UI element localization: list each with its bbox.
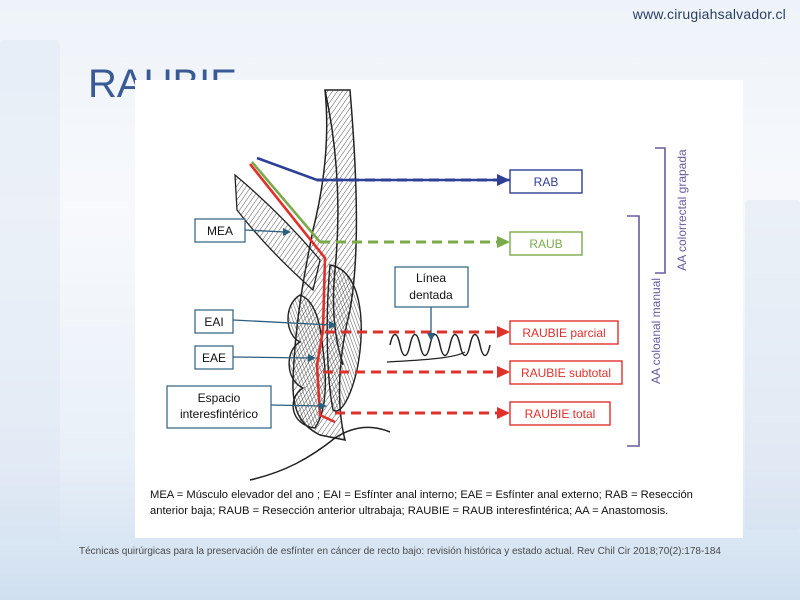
label-mea: MEA (194, 218, 291, 243)
raubie-parcial-arrowhead (497, 326, 510, 338)
label-espacio-interesfinterico: Espacio interesfintérico (166, 385, 327, 429)
espacio-text-1: Espacio (198, 391, 241, 405)
raubie-parcial-label: RAUBIE parcial (522, 326, 605, 340)
box-raub: RAUB (509, 231, 583, 256)
box-rab: RAB (509, 169, 583, 194)
raubie-total-label: RAUBIE total (525, 407, 596, 421)
box-raubie-subtotal: RAUBIE subtotal (509, 360, 623, 385)
rab-label: RAB (534, 175, 559, 189)
raub-arrowhead (497, 236, 510, 248)
rab-arrowhead (497, 174, 510, 186)
citation: Técnicas quirúrgicas para la preservació… (78, 546, 721, 557)
linea-text-1: Línea (416, 271, 446, 285)
raubie-diagram: RAB RAUB RAUBIE parcial RAUBIE subtotal … (135, 80, 743, 538)
linea-text-2: dentada (409, 288, 453, 302)
eai-text: EAI (204, 315, 223, 329)
label-eae: EAE (194, 345, 316, 370)
diagram-canvas: RAB RAUB RAUBIE parcial RAUBIE subtotal … (166, 89, 689, 481)
mea-text: MEA (207, 224, 233, 238)
raub-label: RAUB (529, 237, 562, 251)
figure-caption: MEA = Músculo elevador del ano ; EAI = E… (150, 489, 693, 517)
bracket-grapada-label: AA colorrectal grapada (675, 149, 689, 271)
background-decoration (745, 200, 800, 530)
rab-plane-solid (256, 156, 510, 182)
raubie-subtotal-label: RAUBIE subtotal (521, 366, 611, 380)
internal-sphincter (326, 264, 362, 412)
raub-plane-solid (251, 161, 321, 243)
bracket-manual-label: AA coloanal manual (649, 278, 663, 384)
label-linea-dentada: Línea dentada (394, 266, 469, 341)
bracket-manual: AA coloanal manual (627, 215, 663, 447)
eae-text: EAE (202, 351, 226, 365)
background-decoration (0, 40, 60, 540)
bracket-grapada: AA colorrectal grapada (655, 147, 689, 274)
espacio-text-2: interesfintérico (180, 407, 258, 421)
raubie-total-arrowhead (497, 407, 510, 419)
perineum-line (249, 426, 391, 481)
box-raubie-parcial: RAUBIE parcial (509, 320, 619, 345)
raubie-subtotal-arrowhead (497, 366, 510, 378)
raubie-plane-solid (248, 163, 336, 424)
external-sphincter (287, 294, 327, 429)
linea-dentada-squiggle (389, 333, 491, 357)
box-raubie-total: RAUBIE total (509, 401, 611, 426)
website-url[interactable]: www.cirugiahsalvador.cl (632, 6, 786, 22)
label-eai: EAI (194, 309, 337, 334)
